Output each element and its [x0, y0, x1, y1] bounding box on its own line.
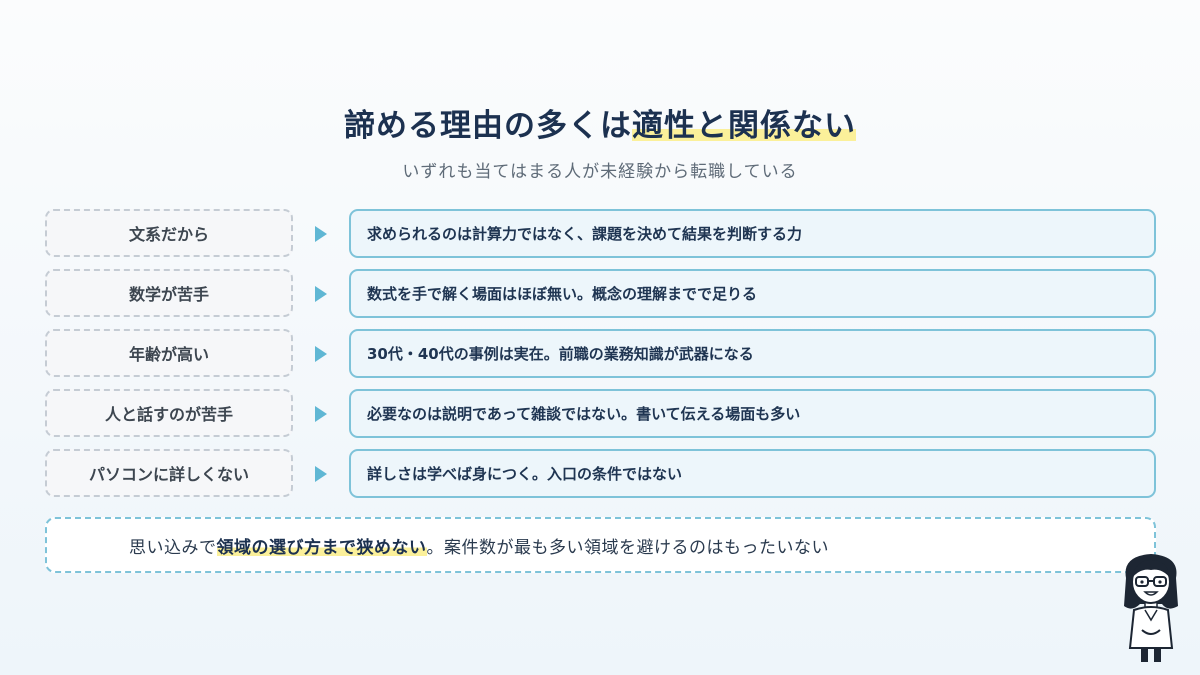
reason-label: パソコンに詳しくない: [45, 449, 293, 497]
triangle-right-icon: [315, 406, 327, 422]
reason-label: 文系だから: [45, 209, 293, 257]
triangle-right-icon: [315, 286, 327, 302]
subtitle: いずれも当てはまる人が未経験から転職している: [402, 162, 798, 182]
note-prefix: 思い込みで: [129, 537, 217, 558]
mascot-illustration: [1124, 554, 1178, 662]
title-highlight: 適性と関係ない: [632, 108, 856, 144]
reason-label: 年齢が高い: [45, 329, 293, 377]
reason-row: 数学が苦手 数式を手で解く場面はほぼ無い。概念の理解までで足りる: [45, 269, 1156, 319]
reason-row: 年齢が高い 30代・40代の事例は実在。前職の業務知識が武器になる: [45, 329, 1156, 379]
summary-note: 思い込みで領域の選び方まで狭めない。案件数が最も多い領域を避けるのはもったいない: [45, 517, 1156, 573]
reason-row: パソコンに詳しくない 詳しさは学べば身につく。入口の条件ではない: [45, 449, 1156, 499]
triangle-right-icon: [315, 466, 327, 482]
reason-label: 人と話すのが苦手: [45, 389, 293, 437]
reason-label: 数学が苦手: [45, 269, 293, 317]
rebuttal-text: 詳しさは学べば身につく。入口の条件ではない: [349, 449, 1156, 498]
triangle-right-icon: [315, 226, 327, 242]
triangle-right-icon: [315, 346, 327, 362]
rebuttal-text: 求められるのは計算力ではなく、課題を決めて結果を判断する力: [349, 209, 1156, 258]
note-bold: 領域の選び方まで狭めない: [216, 532, 427, 558]
title-text: 諦める理由の多くは: [344, 108, 632, 144]
reason-row: 人と話すのが苦手 必要なのは説明であって雑談ではない。書いて伝える場面も多い: [45, 389, 1156, 439]
rebuttal-text: 数式を手で解く場面はほぼ無い。概念の理解までで足りる: [349, 269, 1156, 318]
title-area: 諦める理由の多くは適性と関係ない: [0, 104, 1200, 148]
rebuttal-text: 必要なのは説明であって雑談ではない。書いて伝える場面も多い: [349, 389, 1156, 438]
rebuttal-text: 30代・40代の事例は実在。前職の業務知識が武器になる: [349, 329, 1156, 378]
reasons-list: 文系だから 求められるのは計算力ではなく、課題を決めて結果を判断する力 数学が苦…: [45, 209, 1156, 509]
note-suffix: 。案件数が最も多い領域を避けるのはもったいない: [426, 537, 829, 558]
reason-row: 文系だから 求められるのは計算力ではなく、課題を決めて結果を判断する力: [45, 209, 1156, 259]
page-title: 諦める理由の多くは適性と関係ない: [344, 104, 856, 148]
